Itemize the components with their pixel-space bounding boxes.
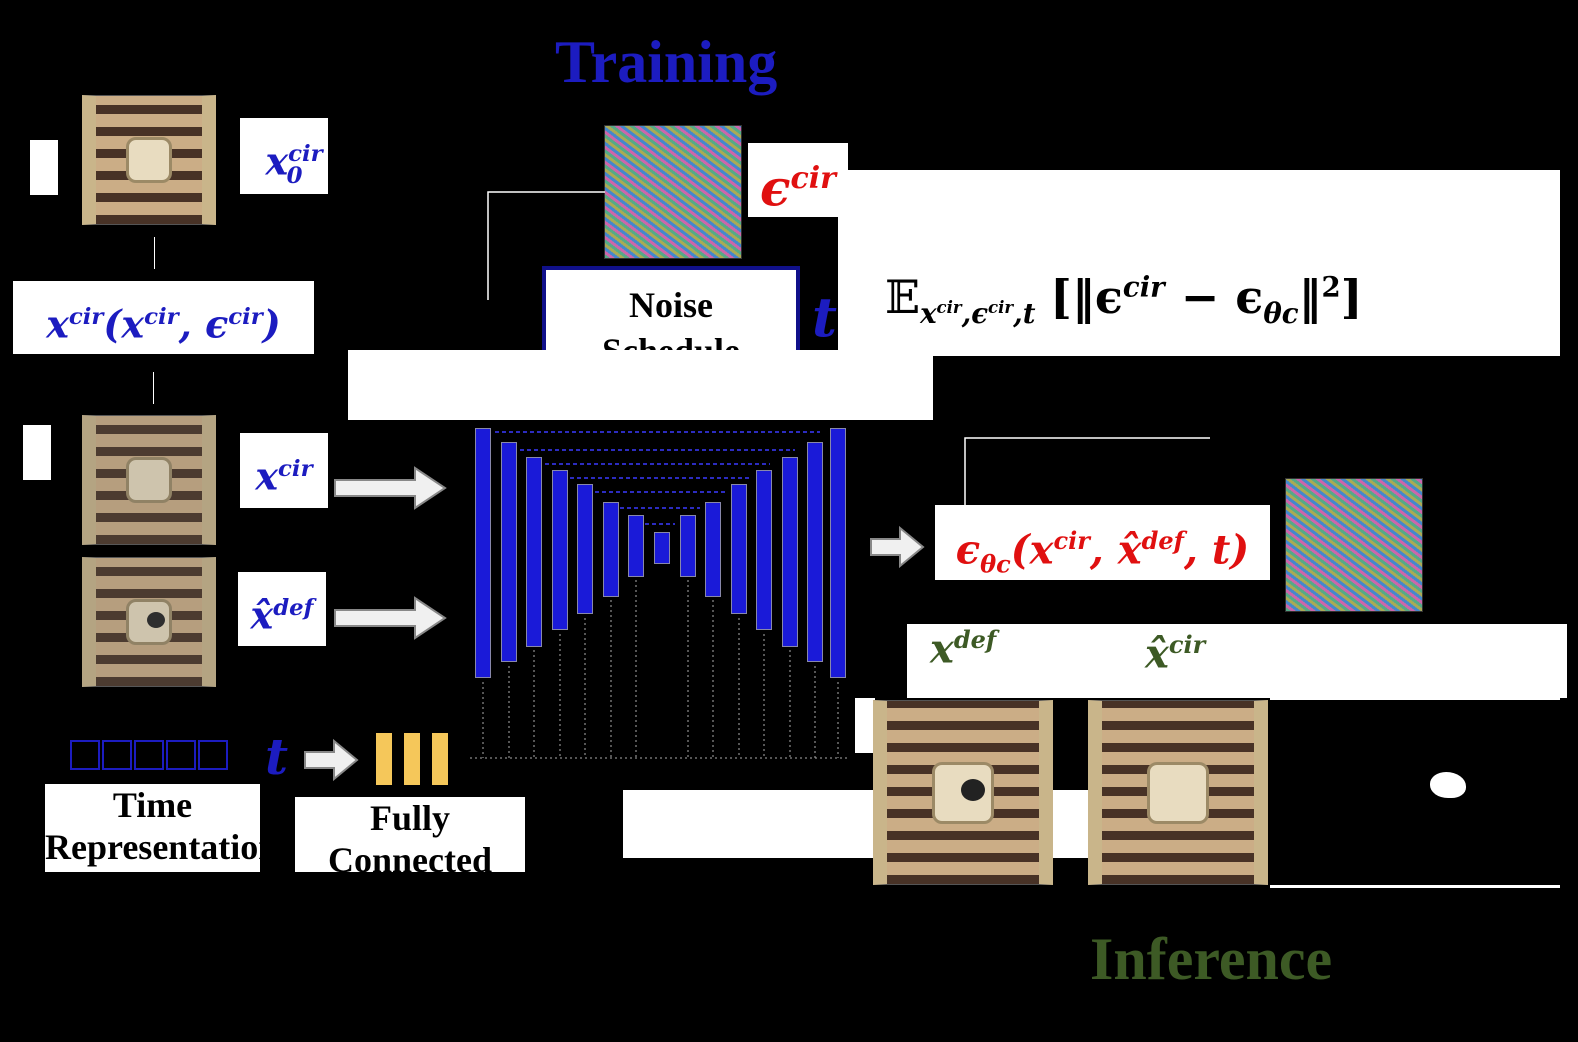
fully-connected-bars <box>374 733 454 788</box>
white-band-side <box>855 698 875 753</box>
label-xhat-t-def: x̂def <box>238 572 326 646</box>
unet-bar <box>756 470 772 630</box>
unet-connections <box>470 431 850 759</box>
unet-bar <box>552 470 568 630</box>
inference-image-restored <box>1088 700 1268 885</box>
training-title: Training <box>555 29 778 95</box>
label-t-time: t <box>265 727 289 786</box>
input-arrows <box>334 466 447 640</box>
unet-bar <box>475 428 491 678</box>
unet-bar <box>628 515 644 577</box>
unet-bar <box>577 484 593 614</box>
fully-connected-line1: Fully <box>369 798 450 838</box>
unet-bar <box>705 502 721 597</box>
label-xt-cir-function: xcir(xcir, ϵcir) <box>13 281 314 354</box>
label-x0-cir: xcir0 <box>240 118 328 194</box>
unet-bar <box>603 502 619 597</box>
noise-image-right <box>1285 478 1423 612</box>
unet-bar <box>680 515 696 577</box>
unet-diagram <box>470 420 850 770</box>
noise-image-top <box>604 125 742 259</box>
unet-bar <box>731 484 747 614</box>
fully-connected-line2: Connected <box>328 840 492 872</box>
label-eps-cir: ϵcir <box>748 143 848 218</box>
circuit-image-noisy <box>82 415 216 545</box>
defect-mask <box>1270 700 1560 885</box>
white-band-under-schedule <box>348 350 933 420</box>
unet-bar <box>501 442 517 662</box>
arrow-down-1 <box>154 237 155 269</box>
output-arrow <box>870 525 925 569</box>
arrow-down-2 <box>153 372 154 404</box>
inference-title: Inference <box>1090 926 1333 992</box>
label-eps-theta-output: ϵθc(xcir, x̂def, t) <box>935 505 1270 580</box>
time-representation-text: Time Representation <box>45 785 260 867</box>
label-xt-cir: xcir <box>240 433 328 508</box>
unet-bar <box>830 428 846 678</box>
inference-image-defect <box>873 700 1053 885</box>
circuit-image-defect-noisy <box>82 557 216 687</box>
unet-bar <box>526 457 542 647</box>
left-tab-1 <box>30 140 58 195</box>
label-xhat0-cir: x̂cir <box>1145 630 1206 678</box>
left-tab-2 <box>23 425 51 480</box>
time-arrow <box>304 738 359 782</box>
loss-expression: 𝔼xcir,ϵcir,t [‖ϵcir − ϵθc‖2] <box>885 270 1363 331</box>
label-x0-def: xdef <box>930 625 997 673</box>
unet-bar <box>654 532 670 564</box>
label-t-noise: t <box>812 285 837 349</box>
unet-bar <box>782 457 798 647</box>
unet-bar <box>807 442 823 662</box>
loss-connector <box>964 437 1210 515</box>
circuit-image-clean <box>82 95 216 225</box>
white-band-inference <box>907 624 1567 698</box>
noise-schedule-line1: Noise <box>629 285 713 325</box>
white-band-loss <box>838 170 1560 356</box>
fully-connected-box: Fully Connected <box>295 797 525 872</box>
time-cells <box>70 740 230 774</box>
time-representation-box: Time Representation <box>45 784 260 872</box>
